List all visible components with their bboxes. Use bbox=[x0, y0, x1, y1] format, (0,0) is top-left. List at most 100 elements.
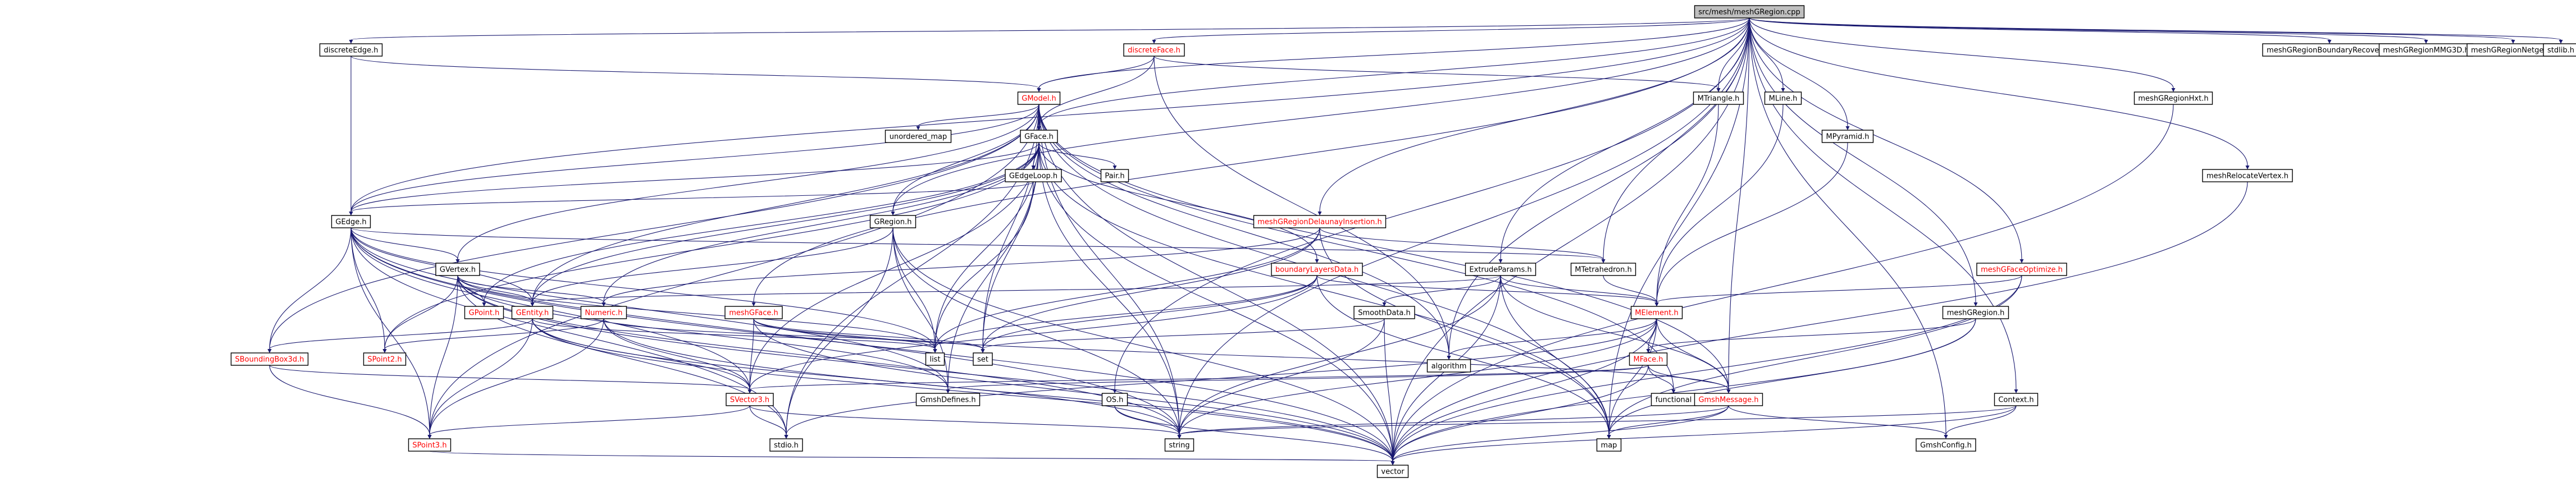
node-spoint3-h[interactable]: SPoint3.h bbox=[408, 438, 452, 452]
node-meshgfaceoptimize-h[interactable]: meshGFaceOptimize.h bbox=[1976, 263, 2067, 276]
node-label: vector bbox=[1381, 468, 1405, 476]
node-mpyramid-h[interactable]: MPyramid.h bbox=[1821, 130, 1874, 143]
edge-root-to-algorithm bbox=[1448, 17, 1750, 356]
node-label: GmshDefines.h bbox=[920, 396, 975, 405]
arrowhead-gregion bbox=[891, 212, 895, 215]
node-label: GmshMessage.h bbox=[1698, 396, 1758, 405]
node-discreteedge-h[interactable]: discreteEdge.h bbox=[319, 43, 383, 57]
node-boundarylayersdata-h[interactable]: boundaryLayersData.h bbox=[1271, 263, 1363, 276]
node-gentity-h[interactable]: GEntity.h bbox=[511, 306, 554, 319]
node-gmshmessage-h[interactable]: GmshMessage.h bbox=[1694, 393, 1763, 406]
edge-gedge-to-gvertex bbox=[350, 227, 458, 260]
node-meshgregiondelaunayinsertion-h[interactable]: meshGRegionDelaunayInsertion.h bbox=[1253, 215, 1387, 228]
node-spoint2-h[interactable]: SPoint2.h bbox=[363, 352, 407, 366]
node-meshgface-h[interactable]: meshGFace.h bbox=[724, 306, 783, 319]
node-meshgregionmmg3d-h[interactable]: meshGRegionMMG3D.h bbox=[2378, 43, 2474, 57]
node-smoothdata-h[interactable]: SmoothData.h bbox=[1353, 306, 1415, 319]
edge-extrudeparams-to-gmshmessage bbox=[1500, 275, 1729, 390]
node-gmshdefines-h[interactable]: GmshDefines.h bbox=[915, 393, 981, 406]
edge-gregion-to-stdio bbox=[786, 227, 893, 435]
node-stdlib-h[interactable]: stdlib.h bbox=[2543, 43, 2576, 57]
edge-root-to-map bbox=[1608, 17, 1750, 435]
edge-gmodel-to-gentity bbox=[532, 104, 1039, 303]
node-box bbox=[435, 263, 480, 276]
edge-gedge-to-spoint3 bbox=[350, 227, 430, 435]
node-melement-h[interactable]: MElement.h bbox=[1630, 306, 1683, 319]
node-box bbox=[1271, 263, 1363, 276]
edge-smoothdata-to-vector bbox=[1384, 318, 1393, 462]
edge-root-to-meshgregionboundaryrecovery bbox=[1749, 17, 2330, 40]
node-box bbox=[319, 43, 383, 57]
node-meshgregionhxt-h[interactable]: meshGRegionHxt.h bbox=[2133, 91, 2213, 105]
node-gregion-h[interactable]: GRegion.h bbox=[869, 215, 917, 228]
node-box bbox=[1005, 169, 1062, 182]
node-label: unordered_map bbox=[890, 133, 947, 141]
arrowhead-context bbox=[2014, 389, 2018, 393]
arrowhead-gpoint bbox=[482, 302, 486, 306]
node-label: MFace.h bbox=[1634, 356, 1663, 364]
edge-root-to-os bbox=[1114, 17, 1750, 390]
node-string[interactable]: string bbox=[1164, 438, 1194, 452]
node-mface-h[interactable]: MFace.h bbox=[1629, 352, 1668, 366]
edge-gregion-to-gentity bbox=[532, 227, 893, 303]
node-gvertex-h[interactable]: GVertex.h bbox=[435, 263, 480, 276]
edge-meshgface-to-vector bbox=[753, 318, 1393, 462]
edge-gmshmessage-to-vector bbox=[1392, 405, 1729, 462]
node-unordered-map[interactable]: unordered_map bbox=[884, 130, 952, 143]
node-svector3-h[interactable]: SVector3.h bbox=[726, 393, 774, 406]
node-discreteface-h[interactable]: discreteFace.h bbox=[1123, 43, 1185, 57]
node-gedge-h[interactable]: GEdge.h bbox=[331, 215, 371, 228]
arrowhead-sboundingbox3d bbox=[267, 349, 272, 353]
node-box bbox=[2543, 43, 2576, 57]
edge-gregion-to-list bbox=[892, 227, 936, 350]
arrowhead-numeric bbox=[601, 302, 606, 306]
edge-numeric-to-spoint2 bbox=[384, 318, 604, 350]
node-set[interactable]: set bbox=[973, 352, 993, 366]
node-functional[interactable]: functional bbox=[1651, 393, 1697, 406]
edge-root-to-context bbox=[1749, 17, 2017, 390]
node-label: ExtrudeParams.h bbox=[1469, 266, 1531, 274]
arrowhead-spoint3 bbox=[427, 435, 432, 439]
node-numeric-h[interactable]: Numeric.h bbox=[580, 306, 627, 319]
node-list[interactable]: list bbox=[925, 352, 945, 366]
node-gedgeloop-h[interactable]: GEdgeLoop.h bbox=[1005, 169, 1062, 182]
edge-mface-to-svector3 bbox=[749, 365, 1649, 390]
node-mtetrahedron-h[interactable]: MTetrahedron.h bbox=[1570, 263, 1636, 276]
node-box bbox=[1994, 393, 2039, 406]
node-gpoint-h[interactable]: GPoint.h bbox=[464, 306, 504, 319]
node-gmodel-h[interactable]: GModel.h bbox=[1017, 91, 1061, 105]
arrowhead-mface bbox=[1646, 349, 1651, 353]
edge-melement-to-algorithm bbox=[1448, 318, 1657, 356]
node-box bbox=[1100, 169, 1129, 182]
node-vector[interactable]: vector bbox=[1376, 465, 1409, 478]
node-stdio-h[interactable]: stdio.h bbox=[769, 438, 803, 452]
node-box bbox=[1629, 352, 1668, 366]
node-label: meshGRegionMMG3D.h bbox=[2383, 47, 2469, 55]
node-gface-h[interactable]: GFace.h bbox=[1020, 130, 1058, 143]
edge-gentity-to-list bbox=[532, 318, 936, 350]
node-meshgregionnetgen-h[interactable]: meshGRegionNetgen.h bbox=[2466, 43, 2560, 57]
edge-melement-to-vector bbox=[1392, 318, 1657, 462]
node-meshrelocatevertex-h[interactable]: meshRelocateVertex.h bbox=[2202, 169, 2293, 182]
arrowhead-meshrelocatevertex bbox=[2245, 166, 2250, 169]
node-box bbox=[1570, 263, 1636, 276]
node-map[interactable]: map bbox=[1596, 438, 1622, 452]
node-meshgregionboundaryrecovery-h[interactable]: meshGRegionBoundaryRecovery.h bbox=[2262, 43, 2397, 57]
node-os-h[interactable]: OS.h bbox=[1101, 393, 1128, 406]
edge-discreteface-to-gface bbox=[1038, 56, 1155, 127]
node-sboundingbox3d-h[interactable]: SBoundingBox3d.h bbox=[230, 352, 309, 366]
node-context-h[interactable]: Context.h bbox=[1994, 393, 2039, 406]
node-meshgregion-h[interactable]: meshGRegion.h bbox=[1942, 306, 2009, 319]
node-box bbox=[1020, 130, 1058, 143]
node-algorithm[interactable]: algorithm bbox=[1426, 359, 1471, 373]
node-label: MTetrahedron.h bbox=[1575, 266, 1631, 274]
edge-gmshmessage-to-map bbox=[1608, 405, 1729, 435]
edge-root-to-gregion bbox=[892, 17, 1750, 212]
node-gmshconfig-h[interactable]: GmshConfig.h bbox=[1916, 438, 1976, 452]
arrowhead-boundarylayersdata bbox=[1315, 259, 1319, 263]
node-extrudeparams-h[interactable]: ExtrudeParams.h bbox=[1465, 263, 1537, 276]
arrowhead-gmshconfig bbox=[1944, 435, 1948, 439]
node-pair-h[interactable]: Pair.h bbox=[1100, 169, 1129, 182]
node-mline-h[interactable]: MLine.h bbox=[1764, 91, 1802, 105]
node-mtriangle-h[interactable]: MTriangle.h bbox=[1693, 91, 1744, 105]
